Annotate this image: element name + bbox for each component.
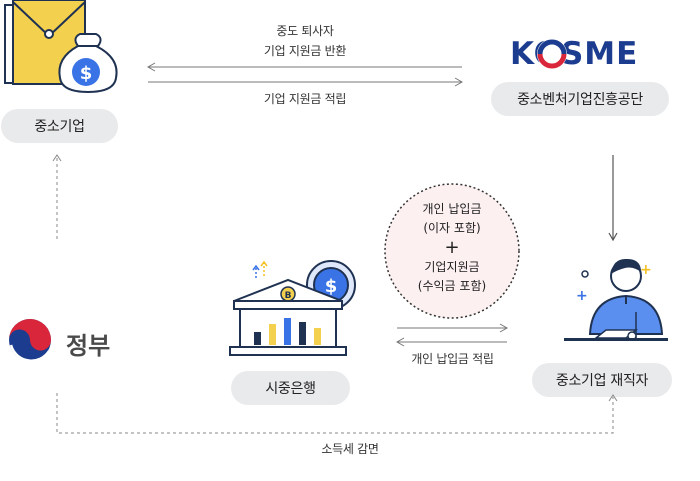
bank-node: 시중은행: [231, 371, 350, 405]
kosme-logo-swirl-icon: [537, 39, 567, 69]
employee-label: 중소기업 재직자: [555, 373, 649, 389]
svg-text:+: +: [576, 288, 588, 304]
government-emblem-icon: [9, 319, 51, 362]
kosme-logo: KOSME: [510, 36, 639, 72]
government-label: 정부: [66, 332, 111, 360]
personal-contribution-circle: [384, 183, 520, 319]
kosme-node: 중소벤처기업진흥공단: [491, 82, 669, 116]
sme-money-envelope-icon: $: [4, 0, 118, 94]
refund-label-line2: 기업 지원금 반환: [263, 44, 347, 58]
svg-text:$: $: [325, 276, 338, 297]
plus-sign: +: [444, 237, 460, 258]
svg-text:$: $: [80, 63, 93, 84]
personal-deposit-label: 개인 납입금 적립: [411, 352, 494, 366]
svg-text:+: +: [640, 262, 652, 278]
sme-node: 중소기업: [1, 109, 118, 143]
employee-node: 중소기업 재직자: [532, 363, 672, 397]
bank-building-icon: $ B: [229, 260, 356, 356]
bank-label: 시중은행: [265, 381, 316, 397]
refund-label-line1: 중도 퇴사자: [276, 24, 334, 38]
kosme-label: 중소벤처기업진흥공단: [517, 92, 643, 108]
personal-line3: 기업지원금: [424, 260, 480, 274]
contribution-label: 기업 지원금 적립: [263, 92, 347, 106]
personal-line1: 개인 납입금: [422, 202, 482, 216]
personal-line2: (이자 포함): [423, 221, 481, 235]
personal-line4: (수익금 포함): [417, 279, 487, 293]
svg-text:B: B: [285, 291, 292, 301]
personal-contribution-text: 개인 납입금 (이자 포함) + 기업지원금 (수익금 포함): [386, 200, 518, 296]
sme-label: 중소기업: [34, 119, 85, 135]
employee-person-icon: + +: [564, 258, 668, 341]
tax-deduction-label: 소득세 감면: [321, 442, 379, 456]
